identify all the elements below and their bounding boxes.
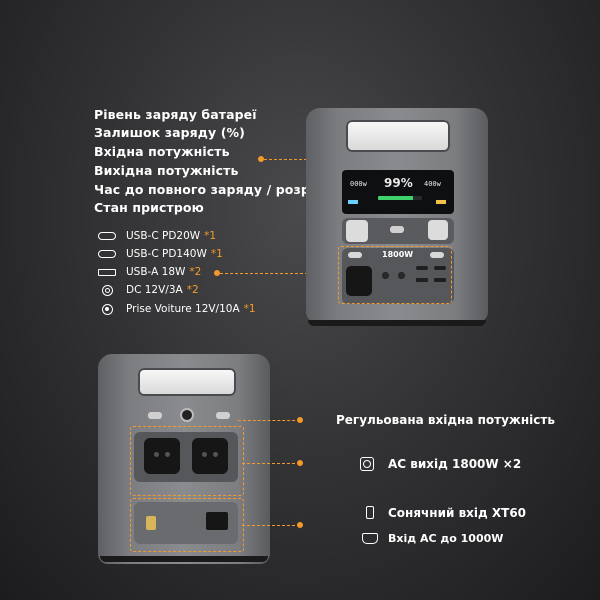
display-battery-bar xyxy=(378,196,422,200)
ac-outlet-1 xyxy=(144,438,180,474)
spec-battery-level: Рівень заряду батареї xyxy=(94,107,257,122)
footnote-mark: *1 xyxy=(204,230,217,242)
dc-port-2 xyxy=(398,272,405,279)
ports-highlight-box xyxy=(338,246,452,304)
spec-device-status: Стан пристрою xyxy=(94,200,204,215)
input-dial[interactable] xyxy=(180,408,194,422)
port-dc: DC 12V/3A*2 xyxy=(96,281,199,299)
footnote-mark: *1 xyxy=(243,303,256,315)
footnote-mark: *2 xyxy=(189,266,202,278)
spec-input-power: Вхідна потужність xyxy=(94,144,230,159)
usb-c-port-1 xyxy=(416,266,428,270)
callout-dot-ports xyxy=(214,270,220,276)
xt60-port xyxy=(146,516,156,530)
power-rating-label: 1800W xyxy=(382,250,414,259)
display-input-watts: 000w xyxy=(350,180,367,188)
callout-line-inputs xyxy=(242,525,300,526)
callout-dot-adjustable xyxy=(297,417,303,423)
usb-c-port-2 xyxy=(434,266,446,270)
ac-toggle-button[interactable] xyxy=(216,412,230,419)
port-car: Prise Voiture 12V/10A*1 xyxy=(96,300,256,318)
ac-outlets-highlight-box xyxy=(130,426,244,496)
callout-line-adjustable xyxy=(238,420,300,421)
usb-a-port-2 xyxy=(434,278,446,282)
spec-output-power: Вихідна потужність xyxy=(94,163,239,178)
display-indicator-left xyxy=(348,200,358,204)
settings-button[interactable] xyxy=(428,220,448,240)
port-usbc-140w: USB-C PD140W*1 xyxy=(96,245,223,263)
input-panel xyxy=(134,502,238,544)
callout-line-ports xyxy=(220,273,338,274)
footnote-mark: *2 xyxy=(186,284,199,296)
car-outlet xyxy=(346,266,372,296)
device-foot xyxy=(308,320,486,326)
usb-a-icon xyxy=(96,268,118,276)
port-label: USB-A 18W xyxy=(126,266,186,278)
power-station-front: 000w 99% 400w 1800W xyxy=(306,108,488,326)
label-solar-input: Сонячний вхід XT60 xyxy=(388,506,527,520)
xt60-icon xyxy=(366,506,374,519)
callout-dot-ac-output xyxy=(297,460,303,466)
port-label: Prise Voiture 12V/10A xyxy=(126,303,240,315)
callout-dot-inputs xyxy=(297,522,303,528)
usb-a-port-1 xyxy=(416,278,428,282)
display-indicator-right xyxy=(436,200,446,204)
ac-input-icon xyxy=(362,533,378,544)
dc-toggle-button[interactable] xyxy=(348,252,362,258)
usb-c-icon xyxy=(96,232,118,240)
front-port-panel: 1800W xyxy=(342,248,454,304)
port-label: USB-C PD140W xyxy=(126,248,207,260)
label-adjustable-input: Регульована вхідна потужність xyxy=(336,413,555,427)
callout-line-ac-output xyxy=(242,463,300,464)
display-output-watts: 400w xyxy=(424,180,441,188)
car-port-icon xyxy=(96,303,118,315)
ac-input-port xyxy=(206,512,228,530)
control-strip xyxy=(342,218,454,244)
input-mode-button[interactable] xyxy=(148,412,162,419)
usb-toggle-button[interactable] xyxy=(430,252,444,258)
spec-time-remaining: Час до повного заряду / розряду xyxy=(94,182,337,197)
ac-outlet-icon xyxy=(360,457,374,471)
power-button[interactable] xyxy=(346,220,368,242)
dc-port-icon xyxy=(96,284,118,296)
port-usba-18w: USB-A 18W*2 xyxy=(96,263,201,281)
port-label: DC 12V/3A xyxy=(126,284,183,296)
device-foot xyxy=(100,556,268,562)
port-label: USB-C PD20W xyxy=(126,230,201,242)
display-percentage: 99% xyxy=(384,176,413,190)
label-ac-input: Вхід АС до 1000W xyxy=(388,532,504,545)
footnote-mark: *1 xyxy=(210,248,223,260)
power-station-back xyxy=(98,354,270,564)
handle-top xyxy=(138,368,236,396)
handle-top xyxy=(346,120,450,152)
light-button[interactable] xyxy=(390,226,404,233)
callout-dot-display xyxy=(258,156,264,162)
lcd-display: 000w 99% 400w xyxy=(342,170,454,214)
dc-port-1 xyxy=(382,272,389,279)
usb-c-icon xyxy=(96,250,118,258)
spec-remaining-charge: Залишок заряду (%) xyxy=(94,125,245,140)
label-ac-output: АС вихід 1800W ×2 xyxy=(388,457,522,471)
input-highlight-box xyxy=(130,498,244,552)
ac-outlet-2 xyxy=(192,438,228,474)
ac-outlet-panel xyxy=(134,432,238,482)
port-usbc-20w: USB-C PD20W*1 xyxy=(96,227,216,245)
